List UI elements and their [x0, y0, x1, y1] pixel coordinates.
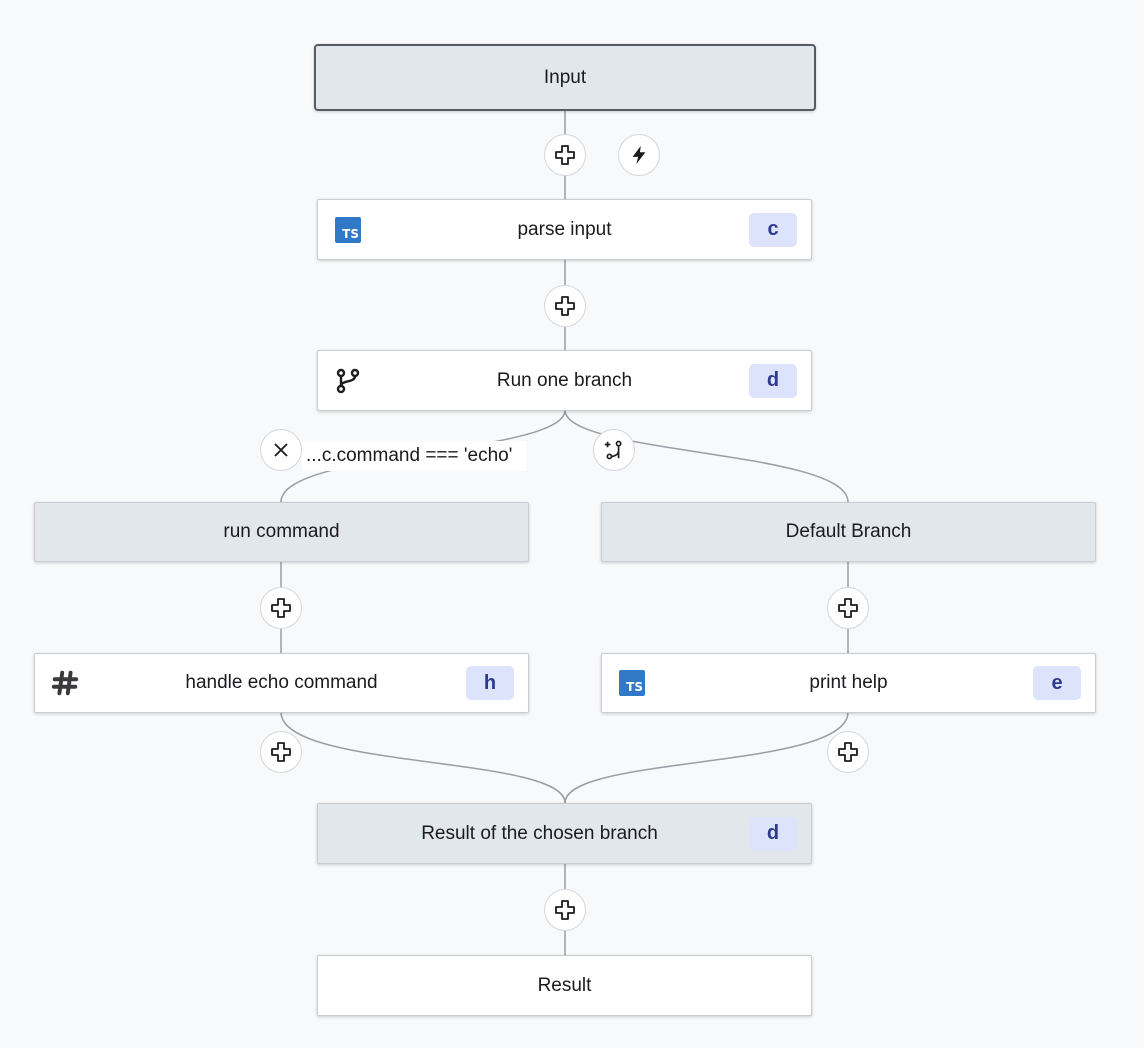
add-step-button-1[interactable] [544, 134, 586, 176]
node-parse-input-label: parse input [517, 218, 612, 240]
node-print-help-label: print help [809, 672, 888, 693]
add-step-button-right-1[interactable] [827, 587, 869, 629]
node-id-badge: h [466, 666, 514, 700]
node-id-badge: e [1033, 666, 1081, 700]
add-step-button-left-2[interactable] [260, 731, 302, 773]
add-step-button-left-1[interactable] [260, 587, 302, 629]
node-parse-input[interactable]: TS parse input c [317, 199, 812, 260]
close-icon [274, 443, 288, 457]
hashtag-icon [51, 669, 79, 697]
node-handle-echo-command[interactable]: handle echo command h [34, 653, 529, 713]
trigger-button[interactable] [618, 134, 660, 176]
node-run-command[interactable]: run command [34, 502, 529, 562]
node-result-label: Result [537, 974, 592, 996]
add-step-button-2[interactable] [544, 285, 586, 327]
typescript-icon: TS [618, 669, 646, 697]
plus-icon [271, 742, 291, 762]
node-id-badge: d [749, 816, 797, 851]
node-result-chosen-label: Result of the chosen branch [421, 822, 658, 844]
node-input[interactable]: Input [314, 44, 816, 111]
add-step-button-right-2[interactable] [827, 731, 869, 773]
remove-branch-button[interactable] [260, 429, 302, 471]
node-print-help[interactable]: TS print help e [601, 653, 1096, 713]
node-run-one-branch[interactable]: Run one branch d [317, 350, 812, 411]
plus-icon [555, 296, 575, 316]
node-input-label: Input [543, 66, 587, 88]
plus-icon [838, 742, 858, 762]
add-step-button-3[interactable] [544, 889, 586, 931]
node-id-badge: c [749, 212, 797, 247]
add-branch-icon [604, 440, 622, 460]
node-id-badge: d [749, 363, 797, 398]
branch-condition-label[interactable]: ...c.command === 'echo' [302, 441, 527, 471]
plus-icon [555, 900, 575, 920]
node-default-branch[interactable]: Default Branch [601, 502, 1096, 562]
node-result[interactable]: Result [317, 955, 812, 1016]
node-result-chosen-branch[interactable]: Result of the chosen branch d [317, 803, 812, 864]
plus-icon [555, 145, 575, 165]
edge-print-result [564, 711, 849, 804]
edge-branch-default [564, 409, 849, 503]
add-branch-button[interactable] [593, 429, 635, 471]
plus-icon [838, 598, 858, 618]
node-run-command-label: run command [223, 521, 340, 542]
lightning-icon [632, 145, 646, 165]
node-handle-echo-label: handle echo command [185, 672, 378, 693]
node-default-branch-label: Default Branch [785, 521, 912, 542]
typescript-icon: TS [334, 216, 362, 244]
node-run-one-branch-label: Run one branch [496, 369, 633, 391]
git-branch-icon [334, 367, 362, 395]
edge-handle-result [280, 711, 566, 804]
plus-icon [271, 598, 291, 618]
